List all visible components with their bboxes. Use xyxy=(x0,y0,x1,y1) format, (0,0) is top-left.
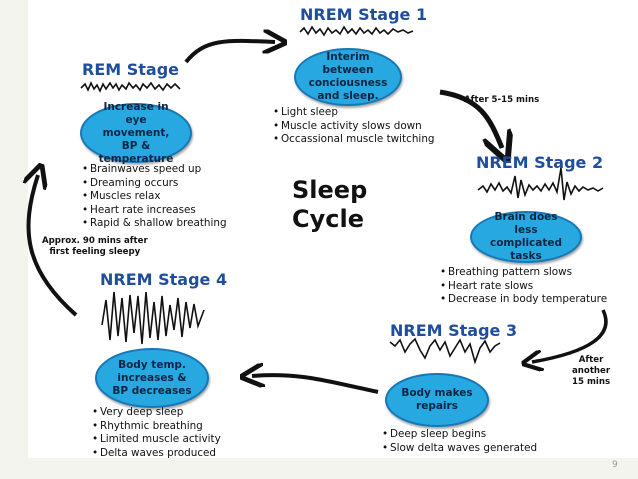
note-line: 15 mins xyxy=(572,377,611,387)
list-item: Occassional muscle twitching xyxy=(273,133,435,147)
stage-title-nrem3: NREM Stage 3 xyxy=(390,321,518,340)
bubble-nrem4-line: Body temp. xyxy=(118,358,186,371)
bubble-nrem3-line: Body makes xyxy=(401,387,473,399)
diagram-title: Sleep Cycle xyxy=(292,176,367,234)
list-item: Muscle activity slows down xyxy=(273,120,435,134)
bullets-nrem1: Light sleep Muscle activity slows down O… xyxy=(273,106,435,147)
stage-title-nrem2: NREM Stage 2 xyxy=(476,153,604,172)
waveform-nrem1 xyxy=(299,25,414,37)
note-after-another-15: After another 15 mins xyxy=(572,355,610,388)
list-item: Light sleep xyxy=(273,106,435,120)
bubble-nrem2-line: complicated tasks xyxy=(489,237,563,262)
bubble-rem-line: Increase in eye xyxy=(103,100,169,126)
arrow-rem-to-nrem1 xyxy=(184,41,275,64)
list-item: Very deep sleep xyxy=(92,406,221,420)
waveform-rem xyxy=(80,81,181,93)
note-line: Approx. 90 mins after xyxy=(42,236,148,246)
list-item: Heart rate increases xyxy=(82,204,227,218)
list-item: Brainwaves speed up xyxy=(82,163,227,177)
bubble-nrem2-line: Brain does less xyxy=(494,211,558,236)
slide-left-margin xyxy=(0,0,28,479)
arrow-nrem1-to-nrem2 xyxy=(439,89,502,148)
page-number: 9 xyxy=(612,460,618,470)
list-item: Deep sleep begins xyxy=(382,428,537,442)
note-line: After xyxy=(578,355,604,365)
bullets-nrem4: Very deep sleep Rhythmic breathing Limit… xyxy=(92,406,221,460)
list-item: Dreaming occurs xyxy=(82,177,227,191)
stage-title-rem: REM Stage xyxy=(82,60,180,79)
bubble-nrem1-line: conciousness xyxy=(308,77,388,89)
bubble-nrem1-line: and sleep. xyxy=(317,90,379,102)
list-item: Rhythmic breathing xyxy=(92,420,221,434)
arrow-nrem2-to-nrem3 xyxy=(532,309,608,362)
diagram-title-line: Cycle xyxy=(292,205,364,233)
slide-bottom-margin xyxy=(0,458,638,479)
bubble-nrem4-line: increases & xyxy=(117,371,187,384)
arrow-nrem3-to-nrem4 xyxy=(252,375,379,394)
list-item: Rapid & shallow breathing xyxy=(82,217,227,231)
list-item: Muscles relax xyxy=(82,190,227,204)
list-item: Decrease in body temperature xyxy=(440,293,607,307)
diagram-title-line: Sleep xyxy=(292,176,368,204)
bubble-rem-line: movement, BP & xyxy=(102,126,170,152)
bullets-nrem2: Breathing pattern slows Heart rate slows… xyxy=(440,266,607,307)
bubble-nrem1-line: Interim between xyxy=(322,51,374,76)
list-item: Breathing pattern slows xyxy=(440,266,607,280)
bubble-nrem3-line: repairs xyxy=(416,400,458,412)
bullets-rem: Brainwaves speed up Dreaming occurs Musc… xyxy=(82,163,227,231)
bubble-nrem4: Body temp.increases &BP decreases xyxy=(95,348,209,408)
waveform-nrem4 xyxy=(101,291,205,345)
list-item: Limited muscle activity xyxy=(92,433,221,447)
arrow-nrem4-to-rem xyxy=(29,175,78,317)
bullets-nrem3: Deep sleep begins Slow delta waves gener… xyxy=(382,428,537,455)
note-line: another xyxy=(572,366,611,376)
waveform-nrem2 xyxy=(477,167,604,201)
note-line: first feeling sleepy xyxy=(49,247,141,257)
stage-title-nrem4: NREM Stage 4 xyxy=(100,270,228,289)
list-item: Slow delta waves generated xyxy=(382,442,537,456)
stage-title-nrem1: NREM Stage 1 xyxy=(300,5,428,24)
list-item: Delta waves produced xyxy=(92,447,221,461)
bubble-rem-line: temperature xyxy=(98,152,174,165)
waveform-nrem3 xyxy=(389,337,501,365)
note-approx-90: Approx. 90 mins after first feeling slee… xyxy=(42,236,148,258)
bubble-nrem4-line: BP decreases xyxy=(112,384,192,397)
list-item: Heart rate slows xyxy=(440,280,607,294)
note-after-5-15: After 5-15 mins xyxy=(464,95,540,105)
